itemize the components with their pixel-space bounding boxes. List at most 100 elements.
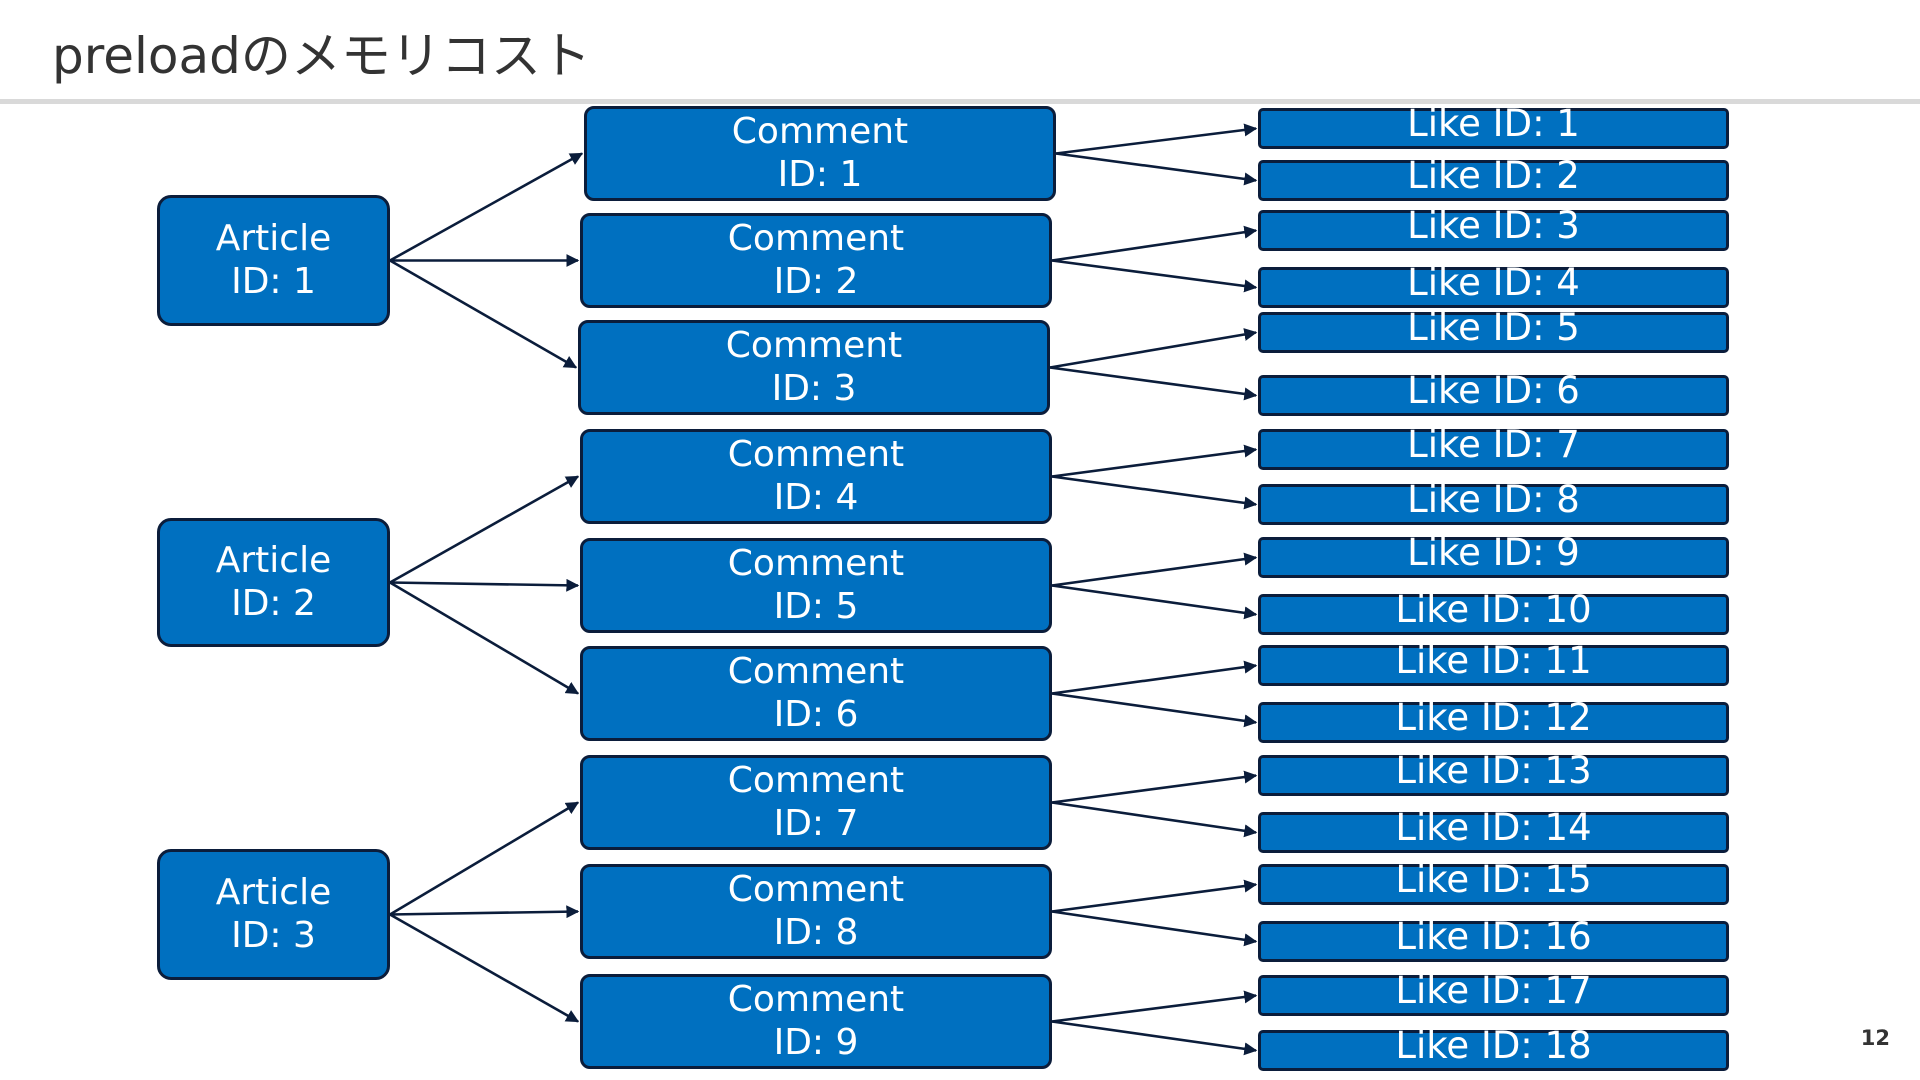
- comment-node-6: Comment ID: 6: [580, 646, 1052, 741]
- like-node-17: Like ID: 17: [1258, 969, 1729, 1016]
- like-node-label: Like ID: 6: [1407, 369, 1580, 412]
- title-divider: [0, 99, 1920, 104]
- like-node-10: Like ID: 10: [1258, 588, 1729, 635]
- edge-comment-9-like-17: [1051, 990, 1258, 1023]
- edge-comment-1-like-2: [1055, 152, 1258, 186]
- edge-comment-5-like-9: [1051, 552, 1258, 587]
- comment-node-type: Comment: [727, 869, 905, 911]
- article-node-1: Article ID: 1: [157, 195, 390, 326]
- edge-comment-7-like-13: [1051, 770, 1258, 804]
- comment-node-id: ID: 2: [773, 260, 859, 302]
- edge-article-3-comment-8: [389, 905, 580, 919]
- comment-node-9: Comment ID: 9: [580, 974, 1052, 1069]
- edge-comment-2-like-4: [1051, 259, 1258, 293]
- article-node-id: ID: 3: [231, 914, 316, 956]
- edge-article-2-comment-5: [389, 578, 580, 592]
- edge-article-1-comment-1: [389, 152, 584, 262]
- comment-node-id: ID: 1: [777, 153, 863, 195]
- comment-node-id: ID: 3: [771, 367, 857, 409]
- like-node-11: Like ID: 11: [1258, 639, 1729, 686]
- comment-node-8: Comment ID: 8: [580, 864, 1052, 959]
- like-node-label: Like ID: 7: [1407, 423, 1580, 466]
- comment-node-type: Comment: [725, 325, 903, 367]
- comment-node-id: ID: 9: [773, 1021, 859, 1063]
- article-node-type: Article: [215, 218, 332, 260]
- like-node-label: Like ID: 1: [1407, 102, 1580, 145]
- like-node-9: Like ID: 9: [1258, 531, 1729, 578]
- edge-comment-8-like-15: [1051, 879, 1258, 913]
- like-node-label: Like ID: 9: [1407, 531, 1580, 574]
- like-node-label: Like ID: 18: [1395, 1024, 1592, 1067]
- like-node-label: Like ID: 14: [1395, 806, 1592, 849]
- edge-comment-3-like-6: [1049, 366, 1258, 401]
- edge-comment-6-like-11: [1051, 660, 1258, 695]
- comment-node-type: Comment: [727, 218, 905, 260]
- like-node-label: Like ID: 17: [1395, 969, 1592, 1012]
- article-node-id: ID: 1: [231, 260, 316, 302]
- like-node-label: Like ID: 3: [1407, 204, 1580, 247]
- comment-node-2: Comment ID: 2: [580, 213, 1052, 308]
- comment-node-id: ID: 7: [773, 802, 859, 844]
- like-node-6: Like ID: 6: [1258, 369, 1729, 416]
- like-node-label: Like ID: 11: [1395, 639, 1592, 682]
- comment-node-type: Comment: [727, 543, 905, 585]
- edge-comment-7-like-14: [1051, 801, 1258, 838]
- like-node-8: Like ID: 8: [1258, 478, 1729, 525]
- like-node-label: Like ID: 8: [1407, 478, 1580, 521]
- edge-comment-4-like-7: [1051, 444, 1258, 478]
- article-node-type: Article: [215, 540, 332, 582]
- like-node-3: Like ID: 3: [1258, 204, 1729, 251]
- like-node-16: Like ID: 16: [1258, 915, 1729, 962]
- edge-article-2-comment-4: [389, 475, 580, 584]
- comment-node-id: ID: 4: [773, 476, 859, 518]
- edge-comment-2-like-3: [1051, 225, 1258, 262]
- like-node-2: Like ID: 2: [1258, 154, 1729, 201]
- like-node-label: Like ID: 12: [1395, 696, 1592, 739]
- comment-node-type: Comment: [727, 760, 905, 802]
- edge-article-1-comment-3: [389, 259, 578, 369]
- edge-comment-6-like-12: [1051, 692, 1258, 728]
- like-node-1: Like ID: 1: [1258, 102, 1729, 149]
- like-node-15: Like ID: 15: [1258, 858, 1729, 905]
- edge-article-3-comment-9: [389, 913, 580, 1023]
- like-node-14: Like ID: 14: [1258, 806, 1729, 853]
- like-node-18: Like ID: 18: [1258, 1024, 1729, 1071]
- like-node-12: Like ID: 12: [1258, 696, 1729, 743]
- comment-node-3: Comment ID: 3: [578, 320, 1050, 415]
- edge-comment-9-like-18: [1051, 1020, 1258, 1056]
- article-node-id: ID: 2: [231, 582, 316, 624]
- like-node-label: Like ID: 2: [1407, 154, 1580, 197]
- comment-node-type: Comment: [727, 434, 905, 476]
- comment-node-5: Comment ID: 5: [580, 538, 1052, 633]
- comment-node-id: ID: 8: [773, 911, 859, 953]
- comment-node-id: ID: 6: [773, 693, 859, 735]
- comment-node-7: Comment ID: 7: [580, 755, 1052, 850]
- article-node-3: Article ID: 3: [157, 849, 390, 980]
- like-node-7: Like ID: 7: [1258, 423, 1729, 470]
- edge-article-2-comment-6: [389, 581, 580, 695]
- comment-node-type: Comment: [727, 651, 905, 693]
- like-node-label: Like ID: 4: [1407, 261, 1580, 304]
- article-node-type: Article: [215, 872, 332, 914]
- slide-title: preloadのメモリコスト: [52, 27, 591, 85]
- like-node-label: Like ID: 16: [1395, 915, 1592, 958]
- comment-node-id: ID: 5: [773, 585, 859, 627]
- like-node-label: Like ID: 13: [1395, 749, 1592, 792]
- like-node-5: Like ID: 5: [1258, 306, 1729, 353]
- edge-comment-4-like-8: [1051, 475, 1258, 510]
- like-node-label: Like ID: 15: [1395, 858, 1592, 901]
- comment-node-type: Comment: [727, 979, 905, 1021]
- edge-comment-8-like-16: [1051, 910, 1258, 947]
- page-number: 12: [1860, 1026, 1890, 1050]
- edge-comment-3-like-5: [1049, 328, 1258, 369]
- like-node-13: Like ID: 13: [1258, 749, 1729, 796]
- like-node-label: Like ID: 10: [1395, 588, 1592, 631]
- article-node-2: Article ID: 2: [157, 518, 390, 647]
- comment-node-type: Comment: [731, 111, 909, 153]
- edge-article-3-comment-7: [389, 801, 580, 916]
- comment-node-4: Comment ID: 4: [580, 429, 1052, 524]
- edge-comment-1-like-1: [1055, 123, 1258, 155]
- like-node-label: Like ID: 5: [1407, 306, 1580, 349]
- edge-comment-5-like-10: [1051, 584, 1258, 620]
